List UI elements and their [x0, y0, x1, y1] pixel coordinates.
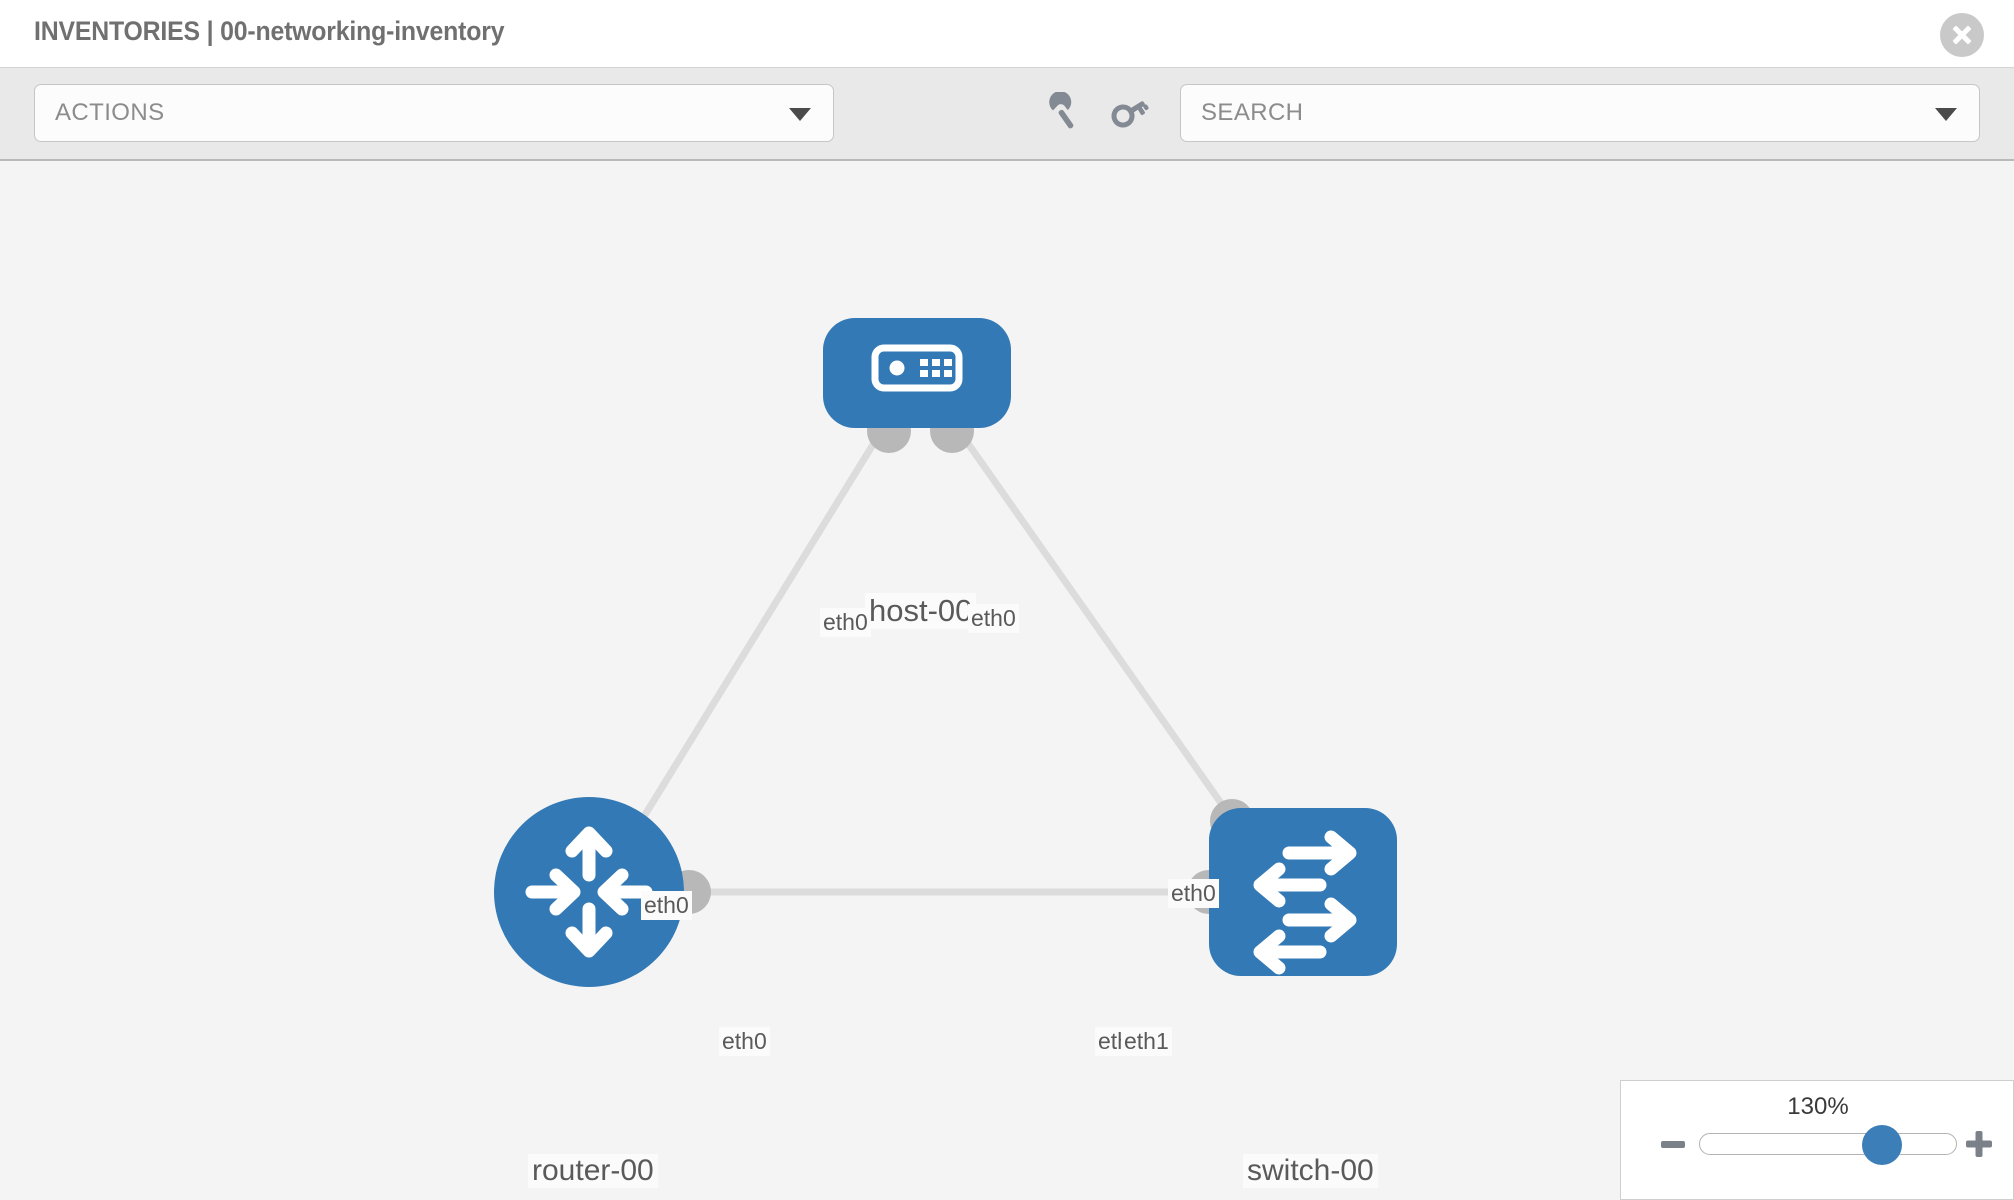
node-label-router-00: router-00: [528, 1154, 658, 1188]
link-host-switch: [952, 422, 1238, 826]
zoom-control-panel: 130%: [1620, 1080, 2014, 1200]
node-host-00[interactable]: [823, 318, 1011, 428]
key-icon[interactable]: [1108, 92, 1152, 136]
search-placeholder: SEARCH: [1201, 99, 1304, 126]
interface-label-switch-eth0-north: eth0: [1168, 879, 1219, 908]
switch-arrows-icon: [1253, 830, 1357, 975]
node-label-host-00: host-00: [865, 593, 977, 629]
interface-label-host-eth0-left: eth0: [820, 608, 871, 637]
topology-canvas[interactable]: host-00 router-00 switch-00 eth0 eth0 et…: [0, 163, 2014, 1200]
toolbar: ACTIONS SEARCH: [0, 68, 2014, 161]
zoom-slider[interactable]: [1699, 1125, 1957, 1165]
actions-dropdown[interactable]: ACTIONS: [34, 84, 834, 142]
zoom-percent-label: 130%: [1787, 1093, 1849, 1120]
interface-label-router-eth0-east: eth0: [719, 1027, 770, 1056]
close-icon[interactable]: [1940, 13, 1984, 57]
search-input[interactable]: SEARCH: [1180, 84, 1980, 142]
link-host-router: [637, 423, 888, 825]
node-router-00[interactable]: [494, 797, 684, 987]
port-layer: [667, 409, 1254, 914]
plus-icon[interactable]: [1965, 1129, 1993, 1159]
interface-label-switch-eth1: eth1: [1121, 1027, 1172, 1056]
wrench-icon[interactable]: [1040, 91, 1084, 136]
server-icon: [871, 344, 963, 392]
link-layer: [637, 422, 1238, 896]
router-arrows-icon: [525, 826, 653, 958]
page-title: INVENTORIES | 00-networking-inventory: [34, 16, 505, 46]
chevron-down-icon: [1935, 108, 1957, 121]
node-switch-00[interactable]: [1209, 808, 1397, 976]
page-header: INVENTORIES | 00-networking-inventory: [0, 0, 2014, 68]
zoom-slider-thumb[interactable]: [1862, 1125, 1902, 1165]
node-label-switch-00: switch-00: [1243, 1154, 1378, 1188]
minus-icon[interactable]: [1661, 1141, 1685, 1148]
interface-label-router-eth0-north: eth0: [641, 891, 692, 920]
chevron-down-icon: [789, 108, 811, 121]
actions-dropdown-label: ACTIONS: [55, 99, 165, 126]
interface-label-host-eth0-right: eth0: [968, 604, 1019, 633]
topology-graph: [494, 318, 1397, 987]
